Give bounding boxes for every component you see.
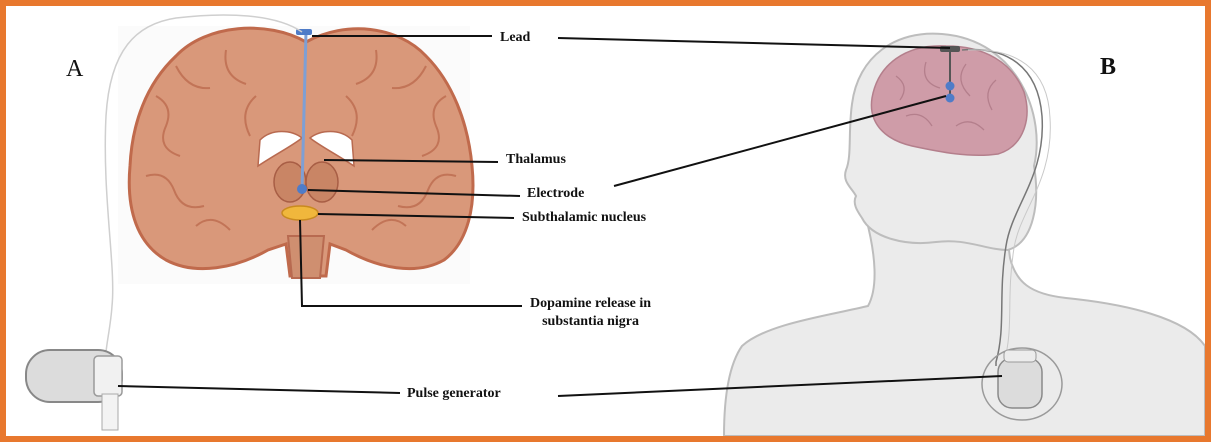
brainstem — [288, 236, 324, 278]
pulse-generator-b — [998, 358, 1042, 408]
pulse-generator-b-header — [1004, 350, 1036, 362]
patient-silhouette — [724, 34, 1205, 436]
label-subthalamic-nucleus: Subthalamic nucleus — [522, 210, 646, 226]
electrode-contact-b2 — [946, 94, 955, 103]
subthalamic-nucleus-marker — [282, 206, 318, 220]
label-pulse-generator: Pulse generator — [407, 386, 501, 402]
panel-label-a: A — [66, 56, 83, 83]
body-torso — [724, 218, 1205, 436]
electrode-tip-a — [297, 184, 307, 194]
panel-label-b: B — [1100, 54, 1116, 81]
pulse-generator-a — [26, 350, 122, 430]
label-dopamine-line2: substantia nigra — [530, 313, 651, 331]
coronal-brain-section — [118, 26, 473, 284]
thalamus-right — [306, 162, 338, 202]
electrode-contact-b1 — [946, 82, 955, 91]
label-lead: Lead — [500, 30, 530, 46]
label-dopamine-line1: Dopamine release in — [530, 295, 651, 313]
leader-pulse-a — [118, 386, 400, 393]
label-thalamus: Thalamus — [506, 152, 566, 168]
label-electrode: Electrode — [527, 186, 584, 202]
label-dopamine-release: Dopamine release in substantia nigra — [530, 295, 651, 331]
